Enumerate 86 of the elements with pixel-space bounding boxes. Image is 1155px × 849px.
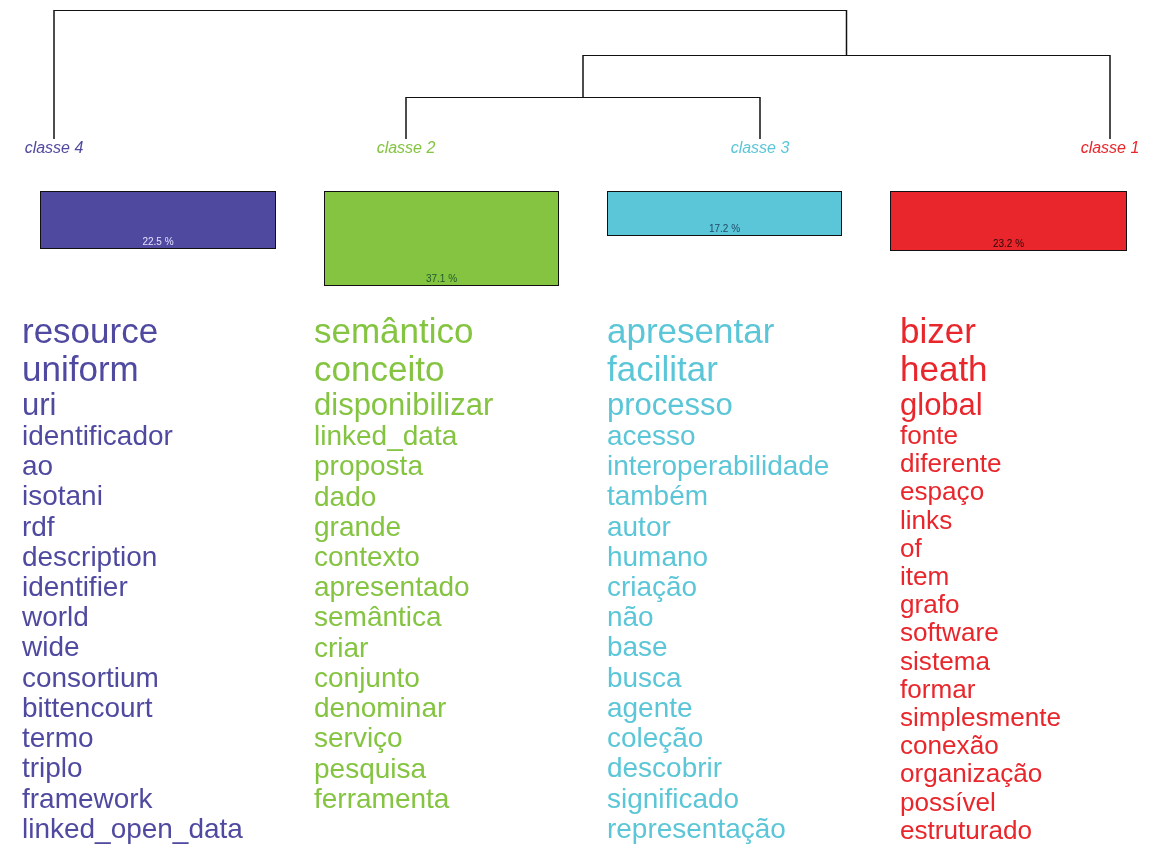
word-label: busca <box>607 662 682 693</box>
word-label: bittencourt <box>22 692 153 724</box>
word-label: apresentado <box>314 572 470 603</box>
word-label: denominar <box>314 693 447 724</box>
word-label: grande <box>314 511 402 542</box>
dendrogram-line <box>582 54 584 98</box>
percentage-label: 22.5 % <box>142 236 174 248</box>
word-label: wide <box>22 632 80 663</box>
word-label: software <box>900 618 999 647</box>
percentage-label: 17.2 % <box>708 223 741 235</box>
word-label: facilitar <box>607 349 718 388</box>
class-label: classe 4 <box>24 139 84 157</box>
word-label: coleção <box>607 723 704 754</box>
word-label: rdf <box>22 511 55 542</box>
word-label: simplesmente <box>900 702 1062 732</box>
word-label: of <box>900 533 922 562</box>
word-label: apresentar <box>607 312 775 350</box>
word-label: estruturado <box>900 815 1033 844</box>
word-label: item <box>900 562 950 591</box>
word-label: conexão <box>900 731 999 760</box>
word-label: ao <box>22 451 54 482</box>
percentage-label: 23.2 % <box>992 238 1025 250</box>
word-label: significado <box>607 783 740 814</box>
word-label: contexto <box>314 542 420 573</box>
word-label: identifier <box>22 572 128 603</box>
word-label: bizer <box>900 312 976 350</box>
word-label: agente <box>607 692 693 724</box>
dendrogram-line <box>405 96 407 140</box>
word-label: ferramenta <box>314 783 450 815</box>
word-label: uri <box>22 387 57 422</box>
word-label: processo <box>607 387 733 422</box>
dendrogram-line <box>53 9 55 140</box>
class-label: classe 1 <box>1080 139 1140 157</box>
word-label: fonte <box>900 421 959 450</box>
word-label: semântico <box>314 312 474 350</box>
dendrogram-line <box>1109 54 1111 140</box>
word-label: diferente <box>900 449 1002 478</box>
word-label: sistema <box>900 646 990 675</box>
word-label: links <box>900 505 953 534</box>
word-label: linked_open_data <box>22 813 243 844</box>
word-label: consortium <box>22 662 159 693</box>
word-label: conjunto <box>314 662 420 694</box>
word-label: possível <box>900 787 996 816</box>
percentage-bar <box>607 191 842 236</box>
percentage-label: 37.1 % <box>425 273 458 285</box>
word-label: não <box>607 602 654 633</box>
word-label: world <box>22 602 89 633</box>
word-label: espaço <box>900 477 985 506</box>
word-label: heath <box>900 349 988 388</box>
word-label: semântica <box>314 602 442 633</box>
word-label: proposta <box>314 451 423 482</box>
word-label: descobrir <box>607 753 723 784</box>
percentage-bar <box>890 191 1127 251</box>
word-label: base <box>607 632 668 663</box>
word-label: resource <box>22 312 159 350</box>
word-label: conceito <box>314 349 445 388</box>
word-label: triplo <box>22 753 83 784</box>
word-label: grafo <box>900 590 960 619</box>
word-label: humano <box>607 541 709 573</box>
word-label: framework <box>22 783 153 814</box>
word-label: representação <box>607 813 786 844</box>
word-label: também <box>607 481 709 512</box>
word-label: serviço <box>314 723 403 754</box>
word-label: criar <box>314 632 369 663</box>
percentage-bar <box>324 191 559 286</box>
percentage-bar <box>40 191 276 249</box>
word-label: autor <box>607 511 671 542</box>
word-label: criação <box>607 572 698 603</box>
class-label: classe 3 <box>730 139 790 157</box>
word-label: description <box>22 541 158 573</box>
word-label: identificador <box>22 421 173 452</box>
word-label: termo <box>22 723 94 754</box>
word-label: global <box>900 387 983 422</box>
word-label: disponibilizar <box>314 387 494 422</box>
word-label: isotani <box>22 481 103 512</box>
word-label: uniform <box>22 349 139 388</box>
word-label: formar <box>900 674 976 703</box>
word-label: acesso <box>607 421 696 452</box>
class-label: classe 2 <box>376 139 436 157</box>
dendrogram-line <box>845 9 848 56</box>
word-label: organização <box>900 759 1043 788</box>
dendrogram-line <box>759 96 761 140</box>
word-label: dado <box>314 481 377 512</box>
word-label: interoperabilidade <box>607 451 830 482</box>
word-label: pesquisa <box>314 753 427 784</box>
word-label: linked_data <box>314 421 458 452</box>
